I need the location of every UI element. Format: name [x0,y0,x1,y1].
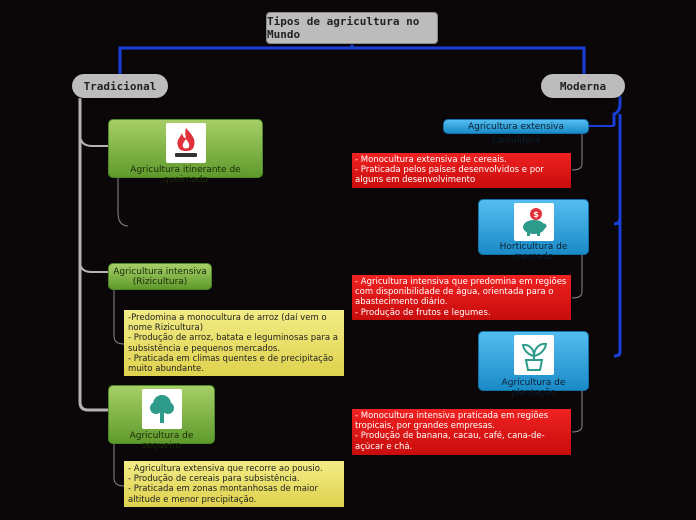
note-line: - Praticada pelos países desenvolvidos e… [355,165,544,176]
branch-moderna-label: Moderna [559,79,607,93]
connector-plantacao-note [571,391,583,433]
plantacao-label: Agricultura de plantação [501,378,566,398]
note-line: - Agricultura extensiva que recorre ao p… [128,464,323,474]
tree-icon [142,389,182,429]
carealifera-label: Agricultura extensiva carealífera [467,122,565,146]
intensiva-label-line2: (Rizicultura) [132,277,188,287]
flame-icon [166,123,206,163]
note-line: abastecimento diário. [355,297,448,308]
note-line: - Praticada em climas quentes e de preci… [128,353,334,364]
connector-itinerante-gap [117,178,129,227]
node-sequeiro[interactable]: Agricultura de sequeiro [108,385,215,451]
connector-tradicional-itinerante [79,133,108,147]
piggy-bank-icon: $ [514,203,554,241]
note-line: - Produção de arroz, batata e leguminosa… [128,333,338,344]
plant-pot-icon [514,335,554,375]
root-node[interactable]: Tipos de agricultura no Mundo [266,12,438,44]
note-line: nome Rizicultura) [128,323,204,334]
branch-tradicional[interactable]: Tradicional [72,74,168,98]
node-plantacao[interactable]: Agricultura de plantação [478,331,589,398]
note-line: tropicais, por grandes empresas. [355,421,495,432]
note-line: com disponibilidade de água, orientada p… [355,287,554,298]
note-line: - Praticada em zonas montanhosas de maio… [128,484,318,495]
note-sequeiro: - Agricultura extensiva que recorre ao p… [124,461,344,507]
connector-carealifera-note [571,133,583,171]
note-line: - Agricultura intensiva que predomina em… [355,277,567,287]
horticultura-label: Horticultura de mercado [499,242,568,262]
note-line: alguns em desenvolvimento [355,175,476,186]
note-line: - Monocultura intensiva praticada em reg… [355,411,549,421]
note-line: - Produção de cereais para subsistência. [128,474,300,485]
svg-text:$: $ [533,210,539,219]
node-horticultura[interactable]: $ Horticultura de mercado [478,199,589,262]
note-line: altitude e menor precipitação. [128,494,257,505]
node-carealifera[interactable]: Agricultura extensiva carealífera [443,119,589,146]
note-carealifera: - Monocultura extensiva de cereais. - Pr… [352,153,571,188]
node-intensiva[interactable]: Agricultura intensiva (Rizicultura) [108,263,212,290]
note-line: - Monocultura extensiva de cereais. [355,155,507,165]
connector-tradicional-trunk [78,98,108,412]
connector-tradicional-intensiva [79,261,108,273]
root-title: Tipos de agricultura no Mundo [267,15,420,41]
note-plantacao: - Monocultura intensiva praticada em reg… [352,409,571,455]
connector-root-branches [118,44,586,74]
connector-horticultura-note [571,255,583,299]
note-line: açúcar e chá. [355,441,413,452]
note-intensiva: -Predomina a monocultura de arroz (daí v… [124,310,344,376]
node-itinerante[interactable]: Agricultura itinerante de queimada [108,119,263,185]
note-line: - Produção de banana, cacau, café, cana-… [355,431,545,442]
intensiva-label-line1: Agricultura intensiva [113,267,207,277]
note-horticultura: - Agricultura intensiva que predomina em… [352,275,571,320]
note-line: -Predomina a monocultura de arroz (daí v… [128,313,327,323]
note-line: subsistência e pequenos mercados. [128,343,281,354]
itinerante-label: Agricultura itinerante de queimada [130,165,241,185]
note-line: - Produção de frutos e legumes. [355,307,491,318]
branch-moderna[interactable]: Moderna [541,74,625,98]
connector-intensiva-note [113,290,125,345]
branch-tradicional-label: Tradicional [83,79,157,93]
connector-sequeiro-note [113,444,125,487]
connector-moderna-trunk [612,96,622,358]
note-line: muito abundante. [128,364,204,375]
sequeiro-label: Agricultura de sequeiro [129,431,194,451]
